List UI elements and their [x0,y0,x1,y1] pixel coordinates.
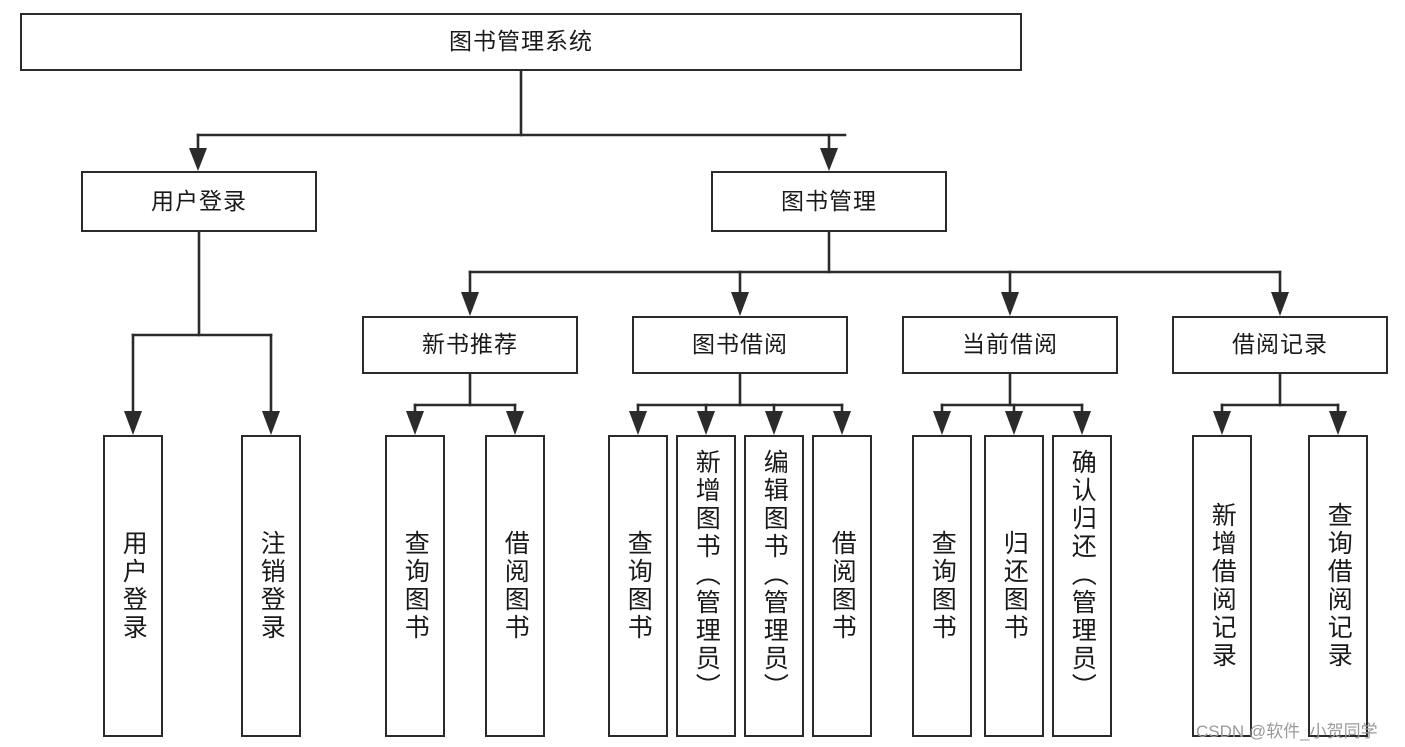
node-new-book-recommend[interactable]: 新书推荐 [362,316,578,374]
node-current-borrow-label: 当前借阅 [962,331,1058,358]
node-new-book-recommend-label: 新书推荐 [422,331,518,358]
node-leaf-bb-borrow-book[interactable]: 借阅图书 [812,435,872,737]
node-book-borrow-label: 图书借阅 [692,331,788,358]
arrowhead-book-borrow [731,292,749,316]
node-leaf-bb-borrow-book-label: 借阅图书 [828,530,857,642]
node-user-login-label: 用户登录 [151,187,247,214]
node-user-login[interactable]: 用户登录 [81,171,317,232]
node-leaf-rec-query-book[interactable]: 查询图书 [385,435,445,737]
node-book-manage-label: 图书管理 [781,187,877,214]
node-root[interactable]: 图书管理系统 [20,13,1022,71]
node-leaf-cb-confirm-return[interactable]: 确认归还（管理员） [1052,435,1112,737]
node-root-label: 图书管理系统 [449,28,593,55]
node-current-borrow[interactable]: 当前借阅 [902,316,1118,374]
arrowhead-br-add-record [1213,411,1231,435]
arrowhead-cb-return-book [1005,411,1023,435]
arrowhead-bb-add-book [697,411,715,435]
arrowhead-rec-query-book [406,411,424,435]
node-leaf-rec-borrow-book-label: 借阅图书 [501,530,530,642]
arrowhead-br-query-record [1329,411,1347,435]
node-leaf-user-login-label: 用户登录 [119,530,148,642]
arrowhead-current-borrow [1001,292,1019,316]
node-leaf-user-login[interactable]: 用户登录 [103,435,163,737]
arrowhead-leaf-user-logout [262,411,280,435]
arrowhead-user-login [189,148,207,171]
node-leaf-rec-query-book-label: 查询图书 [401,530,430,642]
arrowhead-cb-confirm-return [1073,411,1091,435]
node-book-borrow[interactable]: 图书借阅 [632,316,848,374]
arrowhead-bb-edit-book [765,411,783,435]
arrowhead-new-book-recommend [461,292,479,316]
node-leaf-rec-borrow-book[interactable]: 借阅图书 [485,435,545,737]
node-leaf-br-query-record-label: 查询借阅记录 [1324,502,1353,670]
node-leaf-br-add-record[interactable]: 新增借阅记录 [1192,435,1252,737]
node-borrow-record[interactable]: 借阅记录 [1172,316,1388,374]
node-leaf-bb-query-book-label: 查询图书 [624,530,653,642]
node-leaf-cb-return-book[interactable]: 归还图书 [984,435,1044,737]
node-leaf-bb-query-book[interactable]: 查询图书 [608,435,668,737]
node-borrow-record-label: 借阅记录 [1232,331,1328,358]
node-leaf-br-add-record-label: 新增借阅记录 [1208,502,1237,670]
node-leaf-bb-edit-book-label: 编辑图书（管理员） [760,449,789,701]
node-leaf-br-query-record[interactable]: 查询借阅记录 [1308,435,1368,737]
node-leaf-cb-return-book-label: 归还图书 [1000,530,1029,642]
node-leaf-bb-edit-book[interactable]: 编辑图书（管理员） [744,435,804,737]
node-leaf-cb-query-book[interactable]: 查询图书 [912,435,972,737]
csdn-watermark: CSDN @软件_小贺同学 [1196,722,1378,741]
arrowhead-bb-borrow-book [833,411,851,435]
arrowhead-borrow-record [1271,292,1289,316]
node-leaf-cb-confirm-return-label: 确认归还（管理员） [1068,449,1097,701]
node-leaf-bb-add-book-label: 新增图书（管理员） [692,449,721,701]
node-leaf-user-logout[interactable]: 注销登录 [241,435,301,737]
arrowhead-bb-query-book [629,411,647,435]
arrowhead-rec-borrow-book [506,411,524,435]
node-leaf-user-logout-label: 注销登录 [257,530,286,642]
node-book-manage[interactable]: 图书管理 [711,171,947,232]
arrowhead-leaf-user-login [124,411,142,435]
node-leaf-bb-add-book[interactable]: 新增图书（管理员） [676,435,736,737]
node-leaf-cb-query-book-label: 查询图书 [928,530,957,642]
arrowhead-cb-query-book [933,411,951,435]
arrowhead-book-manage [820,148,838,171]
